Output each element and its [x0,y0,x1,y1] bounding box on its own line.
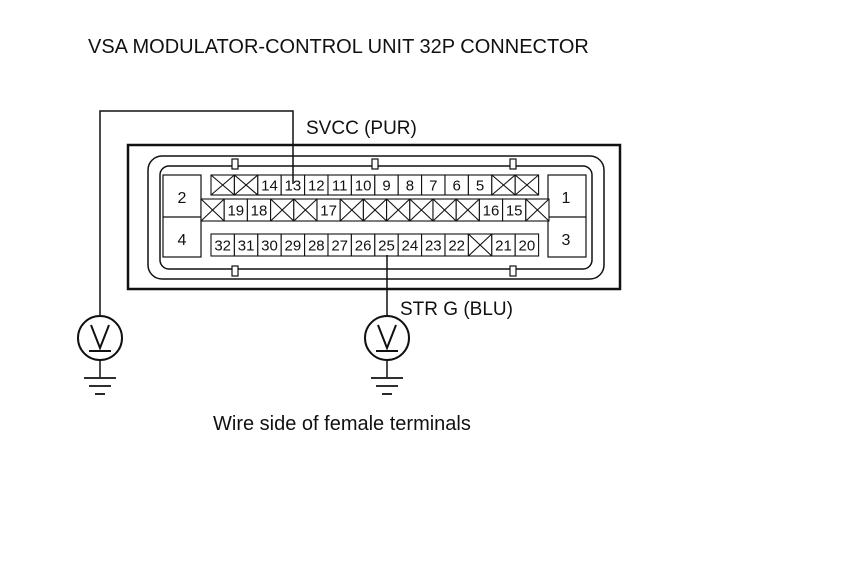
pin-cell-20: 20 [514,233,540,257]
pin-cell-10: 10 [350,174,376,196]
pin-number: 11 [332,178,348,195]
pin-cell-28: 28 [304,233,329,257]
pin-number: 22 [448,238,465,255]
pin-cell-16: 16 [478,198,504,222]
lock-tab [371,158,379,170]
pin-row-3: 32 31 30 29 28 27 26 25 24 23 22 21 20 [210,233,540,257]
unused-pin-cell [270,198,295,222]
unused-pin-cell [467,233,493,257]
pin-number: 7 [429,178,437,195]
pin-cell-31: 31 [233,233,259,257]
unused-pin-cell [491,174,516,196]
pin-number: 24 [402,238,419,255]
pin-cell-8: 8 [397,174,423,196]
pin-cell-24: 24 [397,233,423,257]
pin-number: 25 [378,238,395,255]
voltmeter-center-symbol: V [0,0,1,1]
pin-cell-14: 14 [257,174,282,196]
lock-tab [509,158,517,170]
pin-number: 5 [476,178,484,195]
pin-cell-23: 23 [421,233,446,257]
pin-number: 26 [355,238,372,255]
pin-number: 23 [425,238,442,255]
terminal-3: 3 [562,232,571,249]
pin-cell-9: 9 [374,174,399,196]
pin-number: 30 [261,238,278,255]
unused-pin-cell [386,198,411,222]
svcc-wire [99,110,294,316]
pin-number: 12 [308,178,325,195]
unused-pin-cell [210,174,235,196]
pin-cell-6: 6 [444,174,469,196]
pin-number: 31 [238,238,255,255]
pin-cell-11: 11 [327,174,352,196]
pin-row-2: 19 18 17 16 15 [200,198,550,222]
pin-number: 16 [483,203,500,220]
pin-number: 9 [382,178,390,195]
pin-cell-30: 30 [257,233,282,257]
diagram-title: VSA MODULATOR-CONTROL UNIT 32P CONNECTOR [88,36,589,58]
pin-number: 13 [285,178,302,195]
pin-number: 32 [214,238,231,255]
pin-cell-15: 15 [502,198,527,222]
pin-number: 6 [453,178,461,195]
pin-number: 29 [285,238,302,255]
pin-number: 28 [308,238,325,255]
unused-pin-cell [514,174,540,196]
pin-cell-25: 25 [374,233,399,257]
pin-cell-29: 29 [280,233,306,257]
pin-cell-12: 12 [304,174,329,196]
pin-number: 15 [506,203,523,220]
pin-number: 8 [406,178,414,195]
pin-cell-5: 5 [467,174,493,196]
pin-cell-27: 27 [327,233,352,257]
pin-cell-32: 32 [210,233,235,257]
lock-tab [509,265,517,277]
connector-housing [126,143,622,291]
pin-cell-19: 19 [223,198,248,222]
pin-number: 20 [519,238,536,255]
pin-number: 19 [227,203,244,220]
ground-left-icon [84,377,116,395]
unused-pin-cell [362,198,388,222]
terminal-4: 4 [178,232,187,249]
lock-tab [231,158,239,170]
pin-cell-26: 26 [350,233,376,257]
terminal-2: 2 [178,190,187,207]
pin-cell-22: 22 [444,233,469,257]
connector-shell-outer [147,155,605,280]
unused-pin-cell [200,198,225,222]
unused-pin-cell [409,198,434,222]
unused-pin-cell [455,198,480,222]
voltmeter-left-symbol: V [0,0,1,1]
unused-pin-cell [432,198,457,222]
unused-pin-cell [339,198,364,222]
unused-pin-cell [233,174,259,196]
pin-cell-17: 17 [316,198,341,222]
strg-wire-label: STR G (BLU) [400,299,513,320]
unused-pin-cell [293,198,318,222]
ground-center-icon [371,377,403,395]
unused-pin-cell [525,198,550,222]
pin-cell-7: 7 [421,174,446,196]
pin-cell-21: 21 [491,233,516,257]
pin-cell-18: 18 [246,198,272,222]
terminal-1: 1 [562,190,571,207]
diagram-caption: Wire side of female terminals [213,413,471,435]
lock-tab [231,265,239,277]
svcc-wire-label: SVCC (PUR) [306,118,417,139]
pin-number: 14 [261,178,278,195]
pin-number: 10 [355,178,372,195]
pin-number: 21 [495,238,512,255]
pin-number: 17 [320,203,337,220]
pin-number: 18 [251,203,268,220]
pin-number: 27 [331,238,348,255]
